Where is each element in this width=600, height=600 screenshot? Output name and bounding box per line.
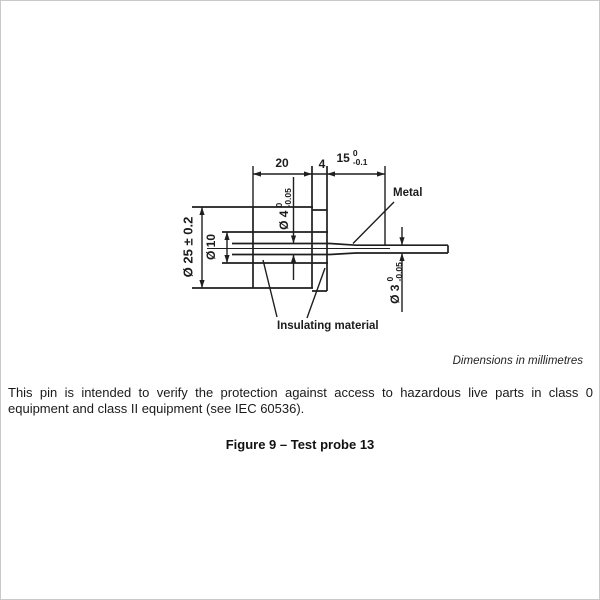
diameter-10-label: Ø 10 [204, 233, 218, 261]
diameter-4-label: Ø 4 0 -0.05 [274, 188, 293, 230]
diameter-3-value: Ø 3 [388, 284, 402, 304]
metal-label: Metal [393, 187, 423, 199]
figure-caption: Figure 9 – Test probe 13 [225, 437, 375, 452]
insulating-material-label: Insulating material [277, 320, 379, 332]
diameter-3-label: Ø 3 0 -0.05 [385, 262, 404, 304]
dimension-15-label: 15 0 -0.1 [336, 149, 367, 167]
diameter-4-value: Ø 4 [277, 210, 291, 230]
description-line-1: This pin is intended to verify the prote… [8, 385, 593, 400]
probe-outline [192, 166, 449, 292]
description-line-2: equipment and class II equipment (see IE… [8, 400, 305, 416]
arrowheads [199, 171, 405, 288]
diameter-3-tolerance: 0 -0.05 [385, 262, 404, 282]
dimension-15-tolerance: 0 -0.1 [352, 148, 368, 167]
diameter-25-label: Ø 25 ± 0.2 [180, 216, 196, 278]
dimensions-note: Dimensions in millimetres [452, 355, 583, 367]
leader-lines [262, 201, 395, 319]
dimension-20-label: 20 [275, 156, 289, 170]
dimension-lines [201, 166, 403, 312]
diameter-4-tolerance: 0 -0.05 [274, 188, 293, 208]
figure-description: This pin is intended to verify the prote… [8, 385, 593, 416]
dimension-4-label: 4 [318, 157, 326, 171]
dimension-15-value: 15 [336, 151, 350, 165]
